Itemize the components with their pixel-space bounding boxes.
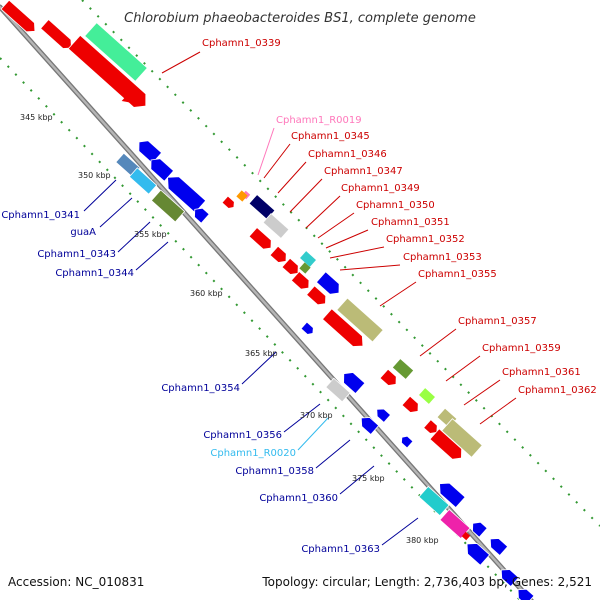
gene-feature[interactable] [401, 395, 422, 416]
gene-feature[interactable] [357, 414, 380, 436]
gene-feature[interactable] [305, 285, 330, 308]
gene-feature[interactable] [0, 0, 39, 36]
gene-feature[interactable] [417, 387, 437, 405]
gene-label[interactable]: Cphamn1_0363 [301, 544, 380, 555]
gene-label[interactable]: Cphamn1_0343 [37, 249, 116, 260]
gene-feature[interactable] [424, 420, 440, 435]
gene-label[interactable]: Cphamn1_0344 [55, 268, 134, 279]
gene-label[interactable]: Cphamn1_0346 [308, 149, 387, 160]
gene-label[interactable]: Cphamn1_0353 [403, 252, 482, 263]
gene-label[interactable]: guaA [70, 227, 96, 238]
scale-tick-label: 355 kbp [134, 230, 167, 239]
gene-feature[interactable] [315, 271, 343, 298]
gene-feature[interactable] [400, 435, 413, 448]
gene-label[interactable]: Cphamn1_0350 [356, 200, 435, 211]
forward-gene-labels: Cphamn1_0339 Cphamn1_R0019 Cphamn1_0345 … [202, 38, 597, 396]
scale-tick-label: 365 kbp [245, 349, 278, 358]
gene-feature[interactable] [301, 322, 316, 336]
gene-feature[interactable] [150, 189, 186, 223]
reverse-gene-labels: Cphamn1_0341 guaA Cphamn1_0343 Cphamn1_0… [1, 210, 380, 555]
gene-label[interactable]: Cphamn1_0354 [161, 383, 240, 394]
gene-feature[interactable] [40, 18, 76, 53]
gene-feature[interactable] [222, 196, 237, 210]
gene-label[interactable]: Cphamn1_0357 [458, 316, 537, 327]
gene-label[interactable]: Cphamn1_0345 [291, 131, 370, 142]
gene-feature[interactable] [514, 585, 535, 600]
gene-feature[interactable] [441, 418, 483, 458]
gene-label[interactable]: Cphamn1_0339 [202, 38, 281, 49]
gene-feature[interactable] [391, 357, 415, 381]
gene-feature[interactable] [298, 250, 318, 268]
genome-backbone [0, 4, 534, 600]
scale-tick-label: 370 kbp [300, 411, 333, 420]
gene-feature[interactable] [121, 93, 135, 107]
gene-feature[interactable] [373, 406, 392, 423]
gene-feature[interactable] [146, 155, 175, 182]
gene-feature[interactable] [469, 519, 488, 538]
gene-feature[interactable] [269, 245, 290, 266]
gene-label[interactable]: Cphamn1_0360 [259, 493, 338, 504]
gene-label[interactable]: Cphamn1_0351 [371, 217, 450, 228]
gene-label[interactable]: Cphamn1_0355 [418, 269, 497, 280]
gene-feature[interactable] [84, 22, 148, 82]
map-title: Chlorobium phaeobacteroides BS1, complet… [124, 11, 476, 26]
forward-features [0, 0, 483, 460]
gene-label[interactable]: Cphamn1_0341 [1, 210, 80, 221]
gene-label[interactable]: Cphamn1_R0019 [276, 115, 362, 126]
reverse-features [115, 140, 535, 600]
scale-tick-label: 350 kbp [78, 171, 111, 180]
gene-feature[interactable] [336, 297, 384, 343]
gene-feature[interactable] [486, 535, 509, 557]
scale-ticks: 345 kbp 350 kbp 355 kbp 360 kbp 365 kbp … [20, 113, 439, 545]
scale-tick-label: 345 kbp [20, 113, 53, 122]
gene-label[interactable]: Cphamn1_0358 [235, 466, 314, 477]
gene-label[interactable]: Cphamn1_R0020 [210, 448, 296, 459]
gene-feature[interactable] [281, 257, 302, 278]
leader-lines [83, 51, 517, 546]
gene-feature[interactable] [379, 368, 400, 389]
gene-feature[interactable] [128, 167, 158, 195]
accession-text: Accession: NC_010831 [8, 575, 144, 589]
gene-label[interactable]: Cphamn1_0359 [482, 343, 561, 354]
gene-feature[interactable] [462, 539, 491, 566]
gene-feature[interactable] [321, 308, 367, 351]
gene-feature[interactable] [262, 212, 290, 240]
gene-feature[interactable] [339, 368, 366, 395]
gene-feature[interactable] [67, 34, 152, 112]
scale-tick-label: 360 kbp [190, 289, 223, 298]
gene-feature[interactable] [435, 478, 466, 509]
gene-label[interactable]: Cphamn1_0347 [324, 166, 403, 177]
gene-feature[interactable] [248, 226, 275, 253]
scale-tick-label: 375 kbp [352, 474, 385, 483]
gene-feature[interactable] [418, 485, 450, 517]
gene-label[interactable]: Cphamn1_0361 [502, 367, 581, 378]
gene-feature[interactable] [299, 262, 311, 274]
gene-label[interactable]: Cphamn1_0349 [341, 183, 420, 194]
gene-label[interactable]: Cphamn1_0356 [203, 430, 282, 441]
gene-feature[interactable] [191, 205, 210, 224]
gene-label[interactable]: Cphamn1_0362 [518, 385, 597, 396]
gene-feature[interactable] [290, 270, 312, 293]
dotted-track-inner [0, 57, 521, 600]
gene-label[interactable]: Cphamn1_0352 [386, 234, 465, 245]
gene-feature[interactable] [325, 377, 351, 403]
scale-tick-label: 380 kbp [406, 536, 439, 545]
gene-feature[interactable] [461, 531, 471, 541]
gene-feature[interactable] [497, 566, 520, 588]
topology-text: Topology: circular; Length: 2,736,403 bp… [261, 575, 592, 589]
gene-feature[interactable] [236, 190, 248, 202]
